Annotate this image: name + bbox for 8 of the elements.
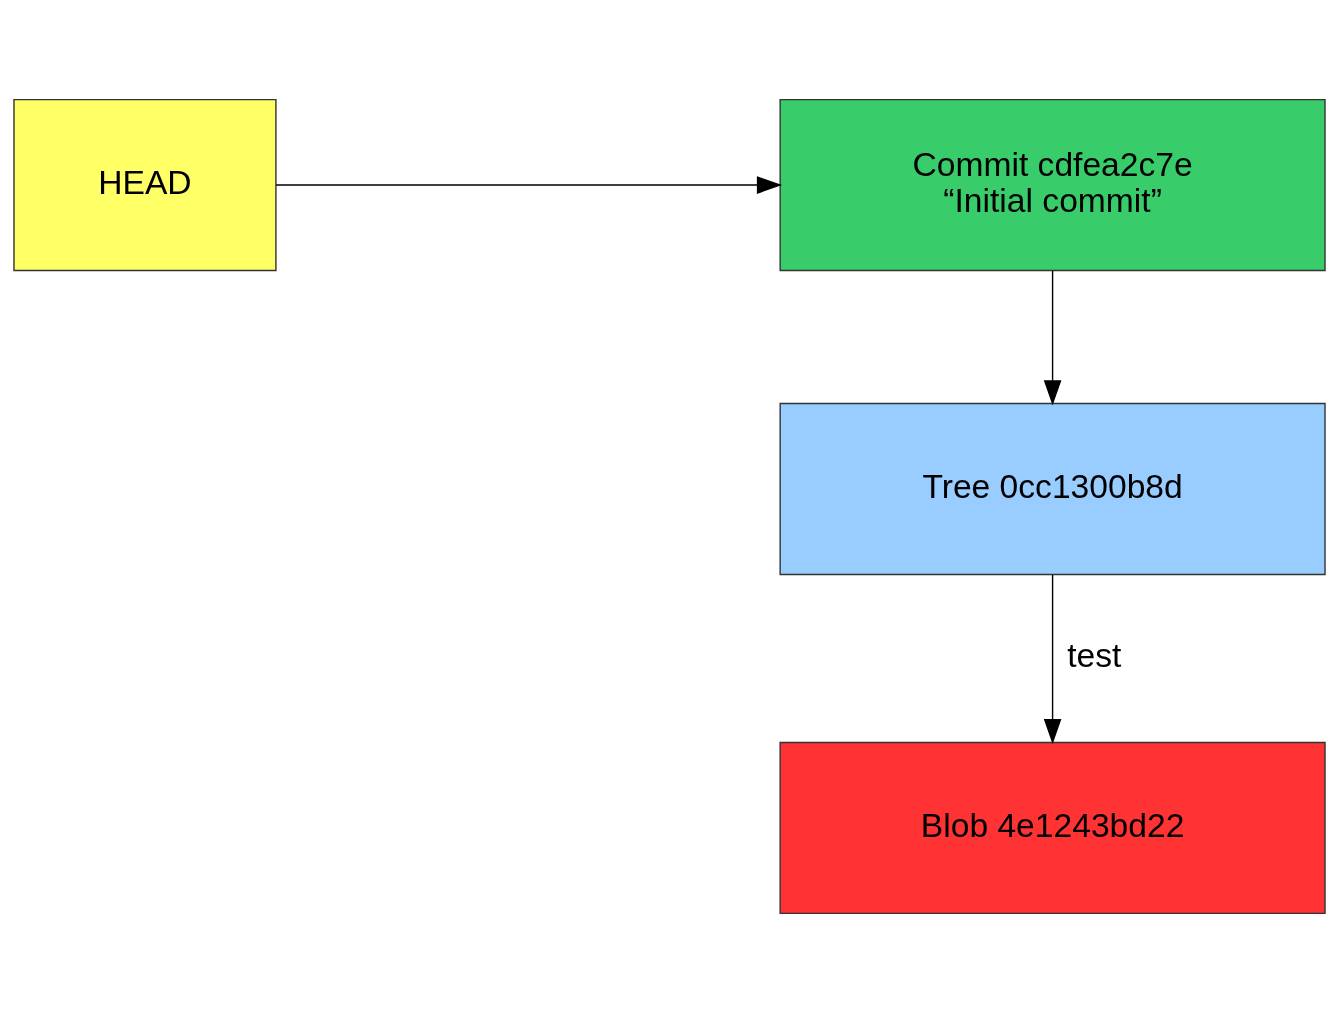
node-box: Commit cdfea2c7e “Initial commit” — [779, 98, 1326, 272]
node-box: Tree 0cc1300b8d — [779, 402, 1326, 576]
node-box: Blob 4e1243bd22 — [779, 741, 1326, 915]
edge-label: test — [1067, 637, 1122, 675]
arrow — [1043, 574, 1062, 745]
arrow — [275, 176, 783, 194]
node-box: HEAD — [13, 98, 277, 272]
arrow — [1043, 270, 1062, 406]
